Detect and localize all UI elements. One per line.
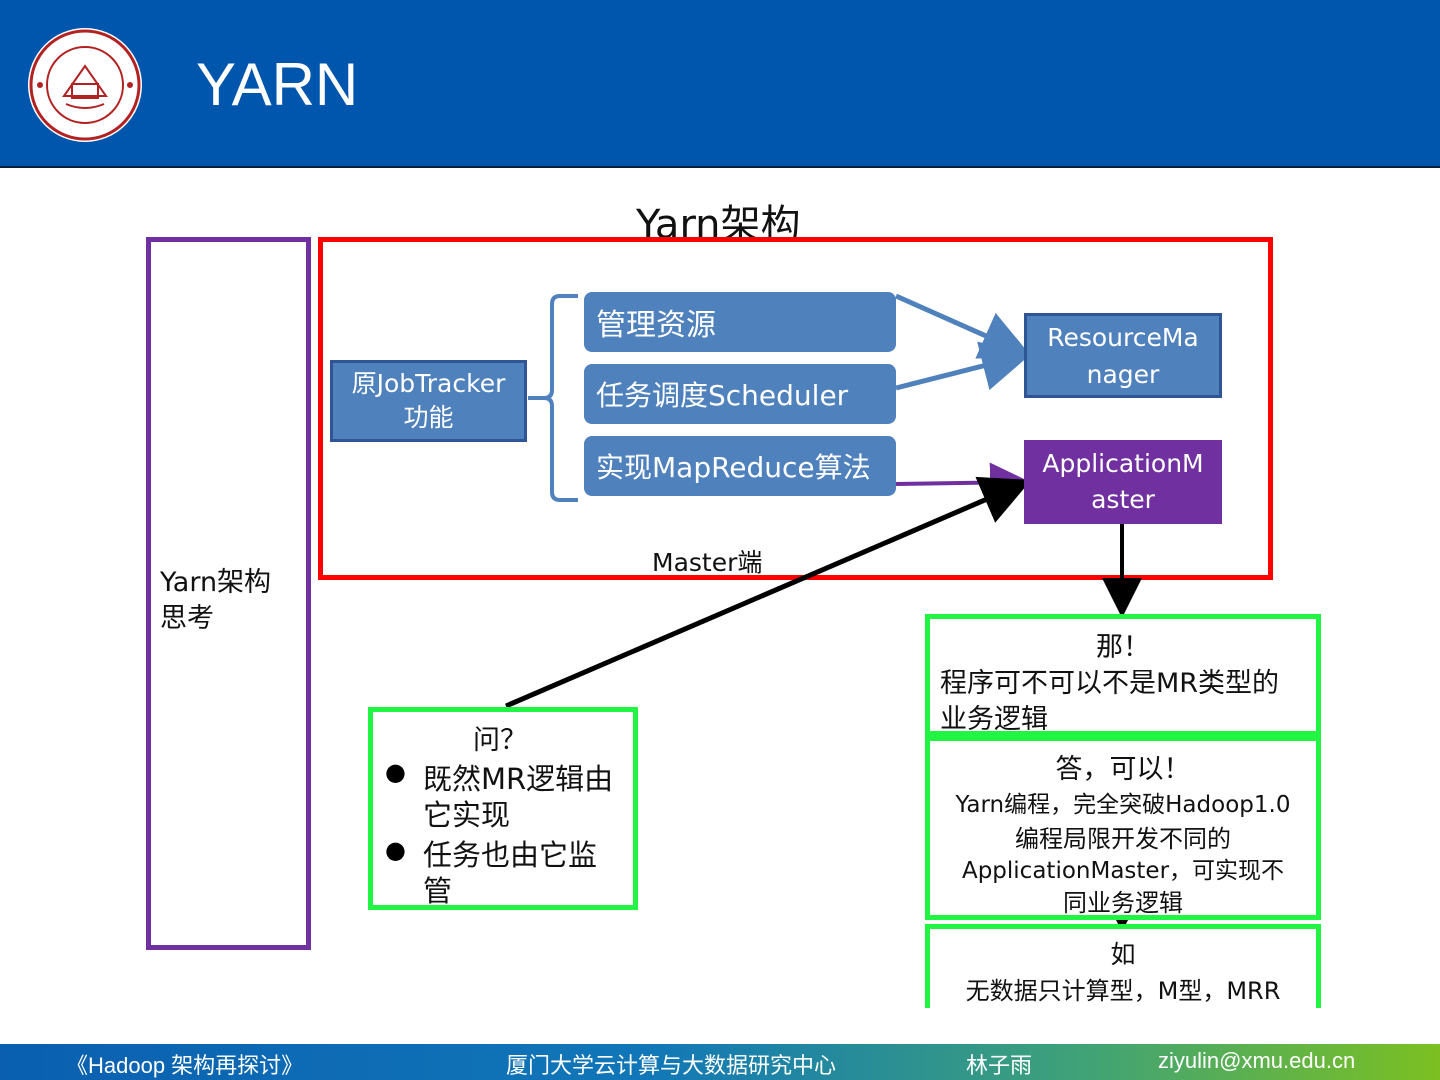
left-frame-label-line2: 思考 [160,603,214,634]
left-frame-label-line1: Yarn架构 [160,567,272,598]
answer-line1: Yarn编程，完全突破Hadoop1.0 [955,792,1291,818]
arrow-manage-to-rm [894,293,1032,359]
jobtracker-box: 原JobTracker 功能 [330,360,527,442]
rm-line1: ResourceMa [1047,322,1199,352]
func-manage-box: 管理资源 [584,292,896,352]
xmu-seal-icon [28,28,142,142]
application-master-box: ApplicationM aster [1024,440,1222,524]
arrow-mapreduce-to-am [895,462,1030,503]
answer-line2: 编程局限开发不同的 [1015,825,1231,853]
example-line1: 无数据只计算型，M型，MRR [965,977,1281,1005]
bullet-dot-2: ● [385,836,406,864]
then-box: 那！ 程序可不可以不是MR类型的 业务逻辑 [925,614,1321,736]
am-line2: aster [1091,485,1155,514]
example-line2: 型 [930,1005,1316,1008]
answer-line4: 同业务逻辑 [1063,889,1183,917]
left-frame [146,237,311,950]
question-bullet2-line1: 任务也由它监 [423,838,598,872]
rm-line2: nager [1086,359,1160,389]
jobtracker-line1: 原JobTracker [351,369,506,398]
arrow-scheduler-to-rm [895,341,1032,391]
footer-org: 厦门大学云计算与大数据研究中心 [506,1053,837,1078]
example-box: 如 无数据只计算型，M型，MRR 型 [925,924,1321,1008]
footer-course: 《Hadoop 架构再探讨》 [66,1053,304,1078]
question-title: 问？ [473,725,527,756]
example-title: 如 [1110,940,1136,969]
func-manage-label: 管理资源 [596,308,716,343]
footer-author: 林子雨 [966,1053,1033,1078]
func-scheduler-label: 任务调度Scheduler [596,379,849,412]
example-box-clip: 如 无数据只计算型，M型，MRR 型 [925,924,1321,1008]
resource-manager-box: ResourceMa nager [1024,313,1222,398]
answer-title: 答，可以！ [1055,754,1191,785]
then-title: 那！ [1096,632,1150,663]
func-scheduler-box: 任务调度Scheduler [584,364,896,424]
func-mapreduce-label: 实现MapReduce算法 [596,451,871,484]
then-line1: 程序可不可以不是MR类型的 [940,668,1280,699]
master-frame [318,237,1273,580]
question-bullet2-line2: 管 [423,874,453,908]
answer-line3: ApplicationMaster，可实现不 [961,858,1285,884]
am-line1: ApplicationM [1042,449,1204,478]
question-bullet1-line1: 既然MR逻辑由 [423,762,614,796]
bullet-dot-1: ● [385,758,406,786]
question-box: 问？ ● 既然MR逻辑由 它实现 ● 任务也由它监 管 [368,707,638,910]
jobtracker-line2: 功能 [403,403,454,432]
question-bullet1-line2: 它实现 [423,798,511,832]
then-line2: 业务逻辑 [940,704,1048,735]
slide-title: YARN [196,51,359,118]
brace-shape [528,294,578,502]
slide-header: YARN [0,0,1440,168]
slide-footer: 《Hadoop 架构再探讨》 厦门大学云计算与大数据研究中心 林子雨 ziyul… [0,1044,1440,1080]
master-label: Master端 [652,548,763,577]
func-mapreduce-box: 实现MapReduce算法 [584,436,896,496]
arrow-question-to-am [505,476,1032,709]
footer-email: ziyulin@xmu.edu.cn [1158,1048,1356,1073]
answer-box: 答，可以！ Yarn编程，完全突破Hadoop1.0 编程局限开发不同的 App… [925,736,1321,920]
